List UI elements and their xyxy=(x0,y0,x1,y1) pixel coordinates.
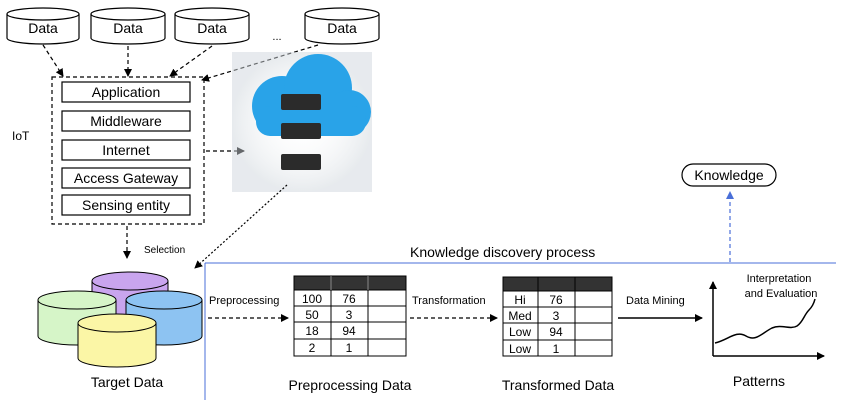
data-source-2: Data xyxy=(90,7,166,45)
table-cell: 1 xyxy=(553,342,560,356)
data-mining-label: Data Mining xyxy=(626,295,685,307)
table-cell: Low xyxy=(509,342,531,356)
selection-label: Selection xyxy=(144,245,185,256)
preprocessing-data-caption: Preprocessing Data xyxy=(289,377,412,393)
iot-layer-internet: Internet xyxy=(61,139,191,161)
knowledge-node: Knowledge xyxy=(681,163,777,187)
target-data-caption: Target Data xyxy=(91,374,164,390)
table-cell: 50 xyxy=(305,308,319,322)
knowledge-label: Knowledge xyxy=(694,167,763,183)
table-cell: 1 xyxy=(346,341,353,355)
interpretation-label-2: and Evaluation xyxy=(745,288,818,300)
source-arrow xyxy=(169,45,213,77)
iot-layer-label: Application xyxy=(92,84,161,100)
data-source-label: Data xyxy=(113,20,143,36)
table-cell: 94 xyxy=(549,325,563,339)
patterns-graph xyxy=(709,281,825,360)
table-cell: 18 xyxy=(305,324,319,338)
patterns-caption: Patterns xyxy=(733,373,785,389)
iot-layer-sensing-entity: Sensing entity xyxy=(61,194,191,216)
data-source-3: Data xyxy=(174,7,250,45)
data-source-1: Data xyxy=(6,7,80,45)
interpretation-label: Interpretation xyxy=(747,273,812,285)
table-cell: Hi xyxy=(514,293,525,307)
preprocessing-table: 100 76 50 3 18 94 2 1 xyxy=(293,275,407,357)
table-cell: 76 xyxy=(342,292,356,306)
cloud-to-target-arrow xyxy=(194,184,288,269)
source-arrow xyxy=(42,44,64,77)
transformed-data-caption: Transformed Data xyxy=(502,377,615,393)
iot-layer-access-gateway: Access Gateway xyxy=(61,167,191,189)
data-source-4: Data xyxy=(304,7,380,45)
iot-layer-label: Internet xyxy=(102,142,150,158)
data-source-label: Data xyxy=(197,20,227,36)
table-cell: Low xyxy=(509,325,531,339)
iot-layer-label: Access Gateway xyxy=(74,170,178,186)
iot-layer-application: Application xyxy=(61,81,191,103)
table-cell: Med xyxy=(508,309,531,323)
table-cell: 3 xyxy=(553,309,560,323)
data-source-label: Data xyxy=(28,20,58,36)
target-data-cylinders xyxy=(37,271,203,368)
table-cell: 100 xyxy=(302,292,322,306)
data-source-label: Data xyxy=(327,20,357,36)
patterns-curve xyxy=(714,298,816,344)
iot-layer-label: Middleware xyxy=(90,113,162,129)
sources-ellipsis: ... xyxy=(272,31,281,43)
source-arrow xyxy=(201,44,319,82)
kdp-label: Knowledge discovery process xyxy=(410,244,595,260)
preprocessing-label: Preprocessing xyxy=(209,295,279,307)
table-cell: 94 xyxy=(342,324,356,338)
iot-label: IoT xyxy=(12,129,30,143)
iot-layer-middleware: Middleware xyxy=(61,110,191,132)
table-cell: 2 xyxy=(309,341,316,355)
cloud-server-icon xyxy=(232,52,372,192)
cylinder-yellow xyxy=(77,313,157,368)
table-cell: 3 xyxy=(346,308,353,322)
table-cell: 76 xyxy=(549,293,563,307)
iot-layer-label: Sensing entity xyxy=(82,197,170,213)
iot-stack-box xyxy=(51,76,205,225)
transformed-table: Hi 76 Med 3 Low 94 Low 1 xyxy=(502,276,613,357)
transformation-label: Transformation xyxy=(412,295,486,307)
